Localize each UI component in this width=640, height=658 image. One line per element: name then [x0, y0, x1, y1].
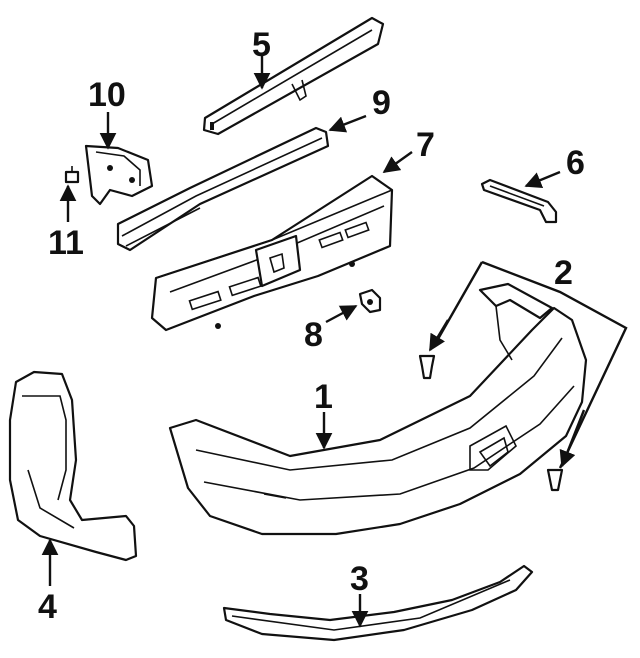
- part-5-reinforcement: [202, 16, 385, 136]
- part-7-energy-absorber: [150, 174, 394, 332]
- leader-7: [382, 151, 413, 173]
- part-8-fastener: [358, 288, 382, 314]
- part-6-side-bracket: [480, 178, 558, 224]
- part-11-bolt: [64, 166, 80, 184]
- part-2-retainer-lower: [546, 468, 564, 492]
- part-1-bumper-cover: [168, 282, 588, 536]
- callout-3: 3: [350, 560, 369, 598]
- callout-5: 5: [252, 26, 271, 64]
- part-4-splash-shield: [8, 370, 138, 562]
- leader-6: [524, 170, 561, 189]
- leader-2-upper: [428, 319, 450, 352]
- part-9-absorber-strip: [116, 126, 330, 252]
- callout-6: 6: [566, 144, 585, 182]
- leader-9: [328, 114, 367, 133]
- part-2-retainer-upper: [418, 354, 436, 380]
- callout-1: 1: [314, 378, 333, 416]
- callout-8: 8: [304, 316, 323, 354]
- leader-8: [325, 304, 358, 324]
- part-3-molding-strip: [222, 564, 534, 642]
- leader-2-lower: [559, 409, 586, 468]
- callout-labels: 1 2 3 4 5 6 7 8 9 10 11: [38, 26, 585, 626]
- callout-7: 7: [416, 126, 435, 164]
- callout-11: 11: [48, 224, 84, 262]
- part-10-bracket: [84, 144, 154, 206]
- callout-2: 2: [554, 254, 573, 292]
- leader-arrows: [41, 56, 586, 628]
- callout-9: 9: [372, 84, 391, 122]
- callout-4: 4: [38, 588, 57, 626]
- callout-10: 10: [88, 76, 126, 114]
